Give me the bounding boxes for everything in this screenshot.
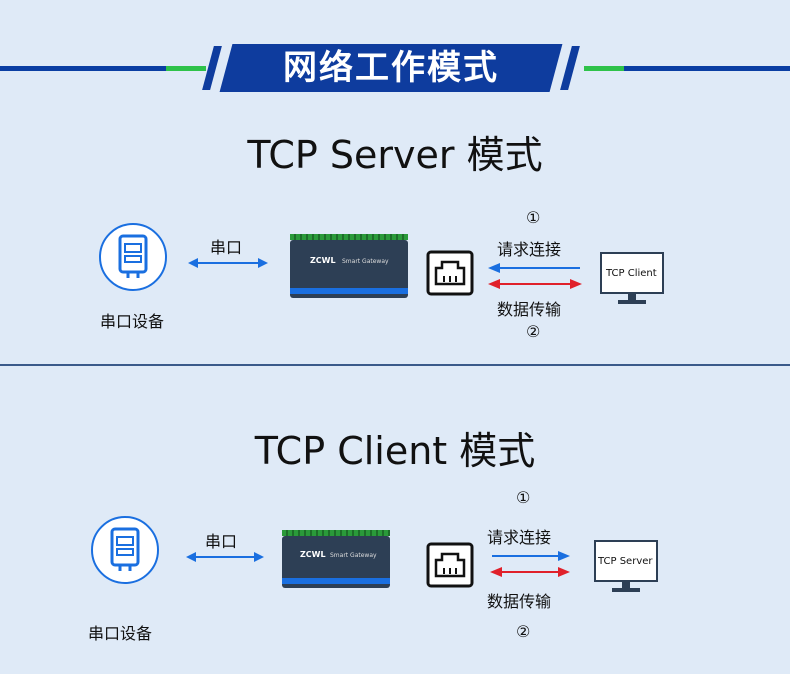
transfer-label: 数据传输 [497, 300, 562, 319]
gateway-device: ZCWL Smart Gateway [282, 530, 390, 588]
header-green-right [584, 66, 624, 71]
step-one: ① [516, 488, 531, 507]
connection-arrows [488, 263, 582, 289]
request-label: 请求连接 [497, 240, 562, 259]
step-one: ① [526, 208, 541, 227]
step-two: ② [516, 622, 531, 641]
step-two: ② [526, 322, 541, 341]
ethernet-port-icon [426, 542, 474, 588]
header-line-right [624, 66, 790, 71]
terminal-block [290, 234, 408, 240]
transfer-label: 数据传输 [487, 592, 552, 611]
monitor-icon [600, 252, 664, 304]
request-label: 请求连接 [487, 528, 552, 547]
header-green-left [166, 66, 206, 71]
serial-arrow [188, 258, 268, 268]
device-text: Smart Gateway [330, 552, 377, 559]
serial-link-label: 串口 [205, 532, 238, 551]
remote-label: TCP Client [606, 268, 657, 279]
serial-arrow [186, 552, 264, 562]
device-brand: ZCWL [310, 256, 336, 265]
serial-link-label: 串口 [210, 238, 243, 257]
device-stripe [290, 288, 408, 294]
remote-label: TCP Server [598, 556, 653, 567]
device-brand: ZCWL [300, 550, 326, 559]
connection-arrows [490, 551, 570, 577]
ethernet-port-icon [426, 250, 474, 296]
section-title: TCP Server 模式 [247, 133, 543, 177]
serial-port-icon [99, 223, 167, 291]
section-title: TCP Client 模式 [254, 429, 536, 473]
device-text: Smart Gateway [342, 258, 389, 265]
terminal-block [282, 530, 390, 536]
serial-port-icon [91, 516, 159, 584]
gateway-device: ZCWL Smart Gateway [290, 234, 408, 298]
monitor-icon [594, 540, 658, 592]
header-line-left [0, 66, 166, 71]
serial-device-label: 串口设备 [88, 624, 153, 643]
serial-device-label: 串口设备 [100, 312, 165, 331]
header-title: 网络工作模式 [283, 48, 499, 88]
device-stripe [282, 578, 390, 584]
